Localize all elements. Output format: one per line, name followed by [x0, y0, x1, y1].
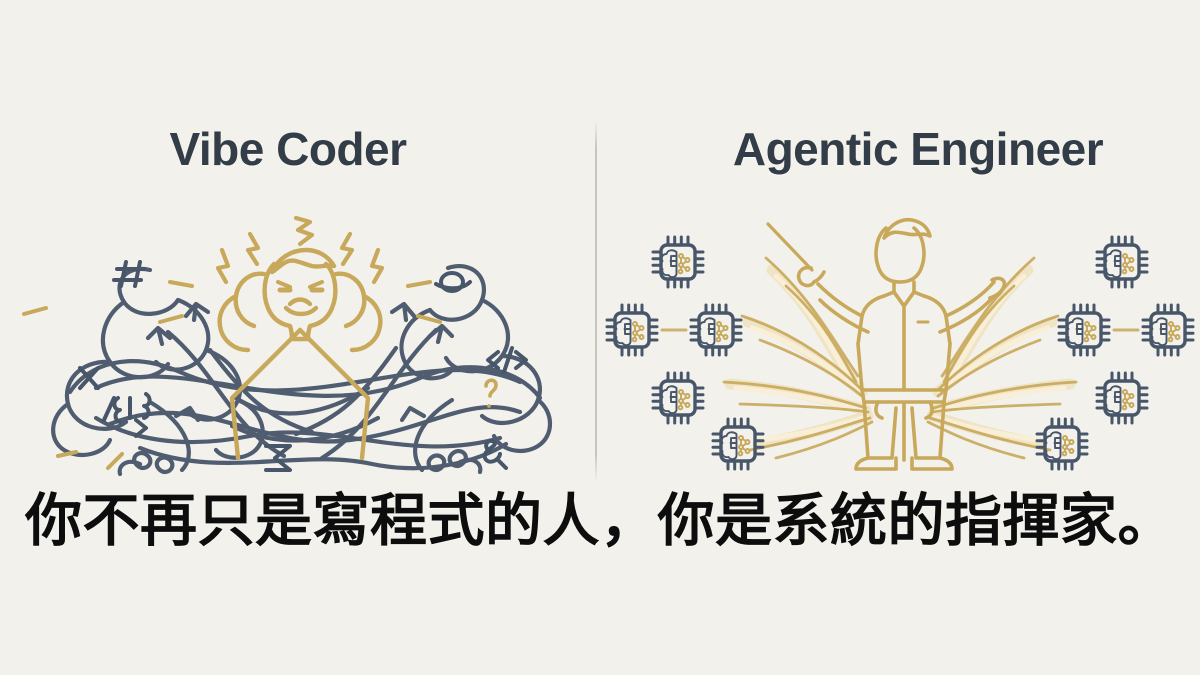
ai-chip	[1095, 235, 1149, 289]
ai-chip	[689, 303, 743, 357]
ai-chip	[1095, 371, 1149, 425]
illustration-agentic-conductor	[600, 212, 1200, 480]
ai-chip	[651, 235, 705, 289]
ai-chip	[651, 371, 705, 425]
panel-divider	[595, 120, 597, 482]
ai-chip	[1141, 303, 1195, 357]
panel-title-vibe-coder: Vibe Coder	[169, 123, 408, 175]
ai-chip	[1057, 303, 1111, 357]
panel-title-agentic-engineer: Agentic Engineer	[732, 123, 1104, 175]
ai-chip	[605, 303, 659, 357]
panel-vibe-coder: Vibe Coder	[0, 0, 600, 480]
ai-chip	[711, 417, 765, 471]
comparison-section: Vibe Coder	[0, 0, 1200, 482]
panel-agentic-engineer: Agentic Engineer	[600, 0, 1200, 480]
illustration-frustrated-coder	[0, 212, 600, 480]
ai-chip	[1035, 417, 1089, 471]
caption-text: 你不再只是寫程式的人，你是系統的指揮家。	[25, 489, 1175, 553]
